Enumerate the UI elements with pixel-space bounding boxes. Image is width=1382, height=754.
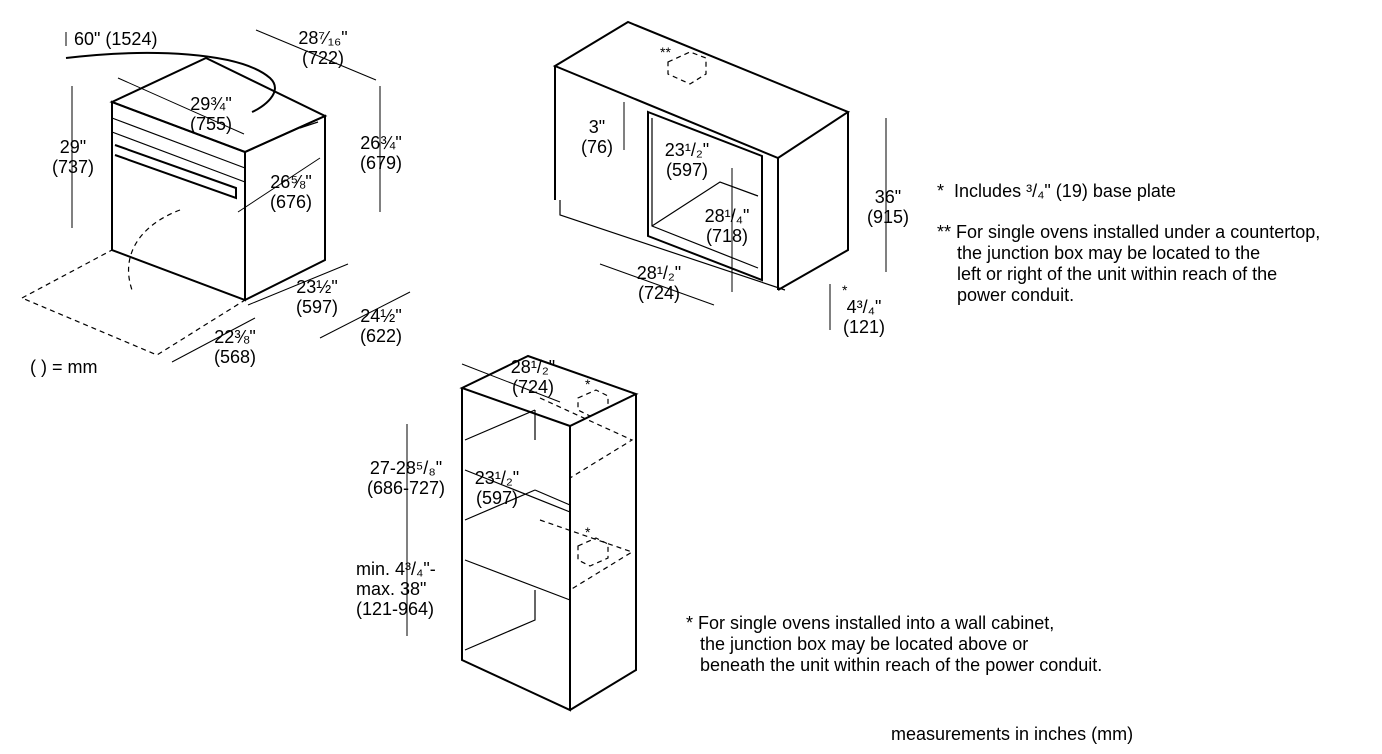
undercounter-cut-height-in: 28¹/₄" bbox=[704, 206, 750, 226]
note-base-plate-marker: * bbox=[937, 181, 945, 201]
oven-body-width-in: 23½" bbox=[296, 277, 338, 297]
wall-min-max-label: min. 4³/₄"- max. 38" (121-964) bbox=[356, 559, 436, 619]
undercounter-cut-depth-mm: (724) bbox=[637, 283, 681, 303]
wall-depth-in: 28¹/₂" bbox=[510, 357, 556, 377]
wall-min-line1: min. 4³/₄"- bbox=[356, 559, 436, 579]
undercounter-gap-in: 3" bbox=[588, 117, 606, 137]
wall-junction-marker-top: * bbox=[585, 376, 591, 392]
oven-side-height-label: 26¾" (679) bbox=[346, 133, 416, 173]
wall-width-mm: (597) bbox=[475, 488, 519, 508]
oven-illustration bbox=[20, 29, 411, 363]
undercounter-base-label: 4³/₄" (121) bbox=[834, 297, 894, 337]
oven-width-mm: (755) bbox=[189, 114, 233, 134]
oven-width-in: 29¾" bbox=[190, 94, 232, 114]
undercounter-cut-width-label: 23¹/₂" (597) bbox=[652, 140, 722, 180]
undercounter-base-mm: (121) bbox=[842, 317, 886, 337]
note-junction-line1: For single ovens installed under a count… bbox=[956, 222, 1321, 242]
note-junction-wall: * For single ovens installed into a wall… bbox=[686, 613, 1102, 676]
undercounter-height-in: 36" bbox=[874, 187, 902, 207]
note-wall-marker: * bbox=[686, 613, 694, 633]
oven-side-height-in: 26¾" bbox=[360, 133, 402, 153]
oven-inner-height-mm: (676) bbox=[269, 192, 313, 212]
oven-height-in: 29" bbox=[59, 137, 87, 157]
oven-door-in: 22⅜" bbox=[214, 327, 256, 347]
wall-depth-mm: (724) bbox=[511, 377, 555, 397]
undercounter-cut-depth-label: 28¹/₂" (724) bbox=[624, 263, 694, 303]
oven-width-label: 29¾" (755) bbox=[176, 94, 246, 134]
undercounter-cut-height-mm: (718) bbox=[705, 226, 749, 246]
oven-body-depth-label: 24½" (622) bbox=[346, 306, 416, 346]
note-junction-undercounter: ** For single ovens installed under a co… bbox=[937, 222, 1320, 306]
footer-units: measurements in inches (mm) bbox=[891, 724, 1134, 744]
note-base-plate: * Includes ³/₄" (19) base plate bbox=[937, 181, 1176, 202]
oven-door-mm: (568) bbox=[213, 347, 257, 367]
undercounter-cut-height-label: 28¹/₄" (718) bbox=[692, 206, 762, 246]
undercounter-cut-width-mm: (597) bbox=[665, 160, 709, 180]
wall-min-line2: max. 38" bbox=[356, 579, 427, 599]
oven-height-label: 29" (737) bbox=[38, 137, 108, 177]
oven-top-depth-label: 28⁷⁄₁₆" (722) bbox=[288, 28, 358, 68]
undercounter-junction-marker: ** bbox=[660, 44, 671, 60]
wall-width-in: 23¹/₂" bbox=[474, 468, 520, 488]
undercounter-height-label: 36" (915) bbox=[853, 187, 923, 227]
note-wall-line2: the junction box may be located above or bbox=[700, 634, 1029, 654]
note-junction-line3: left or right of the unit within reach o… bbox=[957, 264, 1278, 284]
undercounter-gap-label: 3" (76) bbox=[577, 117, 617, 157]
oven-inner-height-in: 26⅝" bbox=[270, 172, 312, 192]
undercounter-height-mm: (915) bbox=[866, 207, 910, 227]
note-junction-marker: ** bbox=[937, 222, 952, 242]
undercounter-gap-mm: (76) bbox=[580, 137, 613, 157]
cord-length-label: 60" (1524) bbox=[74, 29, 158, 49]
oven-door-label: 22⅜" (568) bbox=[200, 327, 270, 367]
wall-depth-label: 28¹/₂" (724) bbox=[498, 357, 568, 397]
undercounter-cut-width-in: 23¹/₂" bbox=[664, 140, 710, 160]
oven-top-depth-in: 28⁷⁄₁₆" bbox=[298, 28, 348, 48]
note-junction-line2: the junction box may be located to the bbox=[957, 243, 1261, 263]
wall-height-label: 27-28⁵/₈" (686-727) bbox=[356, 458, 456, 498]
oven-body-depth-in: 24½" bbox=[360, 306, 402, 326]
oven-height-mm: (737) bbox=[51, 157, 95, 177]
undercounter-illustration bbox=[552, 20, 887, 330]
oven-side-height-mm: (679) bbox=[359, 153, 403, 173]
note-junction-line4: power conduit. bbox=[957, 285, 1075, 305]
oven-body-depth-mm: (622) bbox=[359, 326, 403, 346]
wall-junction-marker-mid: * bbox=[585, 524, 591, 540]
note-wall-line1: For single ovens installed into a wall c… bbox=[698, 613, 1055, 633]
undercounter-base-in: 4³/₄" bbox=[846, 297, 882, 317]
wall-cabinet-illustration bbox=[406, 354, 639, 712]
wall-width-label: 23¹/₂" (597) bbox=[462, 468, 532, 508]
oven-body-width-label: 23½" (597) bbox=[282, 277, 352, 317]
note-base-plate-text: Includes ³/₄" (19) base plate bbox=[954, 181, 1176, 201]
undercounter-cut-depth-in: 28¹/₂" bbox=[636, 263, 682, 283]
oven-top-depth-mm: (722) bbox=[301, 48, 345, 68]
undercounter-base-marker: * bbox=[842, 282, 848, 298]
wall-height-in: 27-28⁵/₈" bbox=[369, 458, 443, 478]
wall-min-line3: (121-964) bbox=[356, 599, 435, 619]
wall-height-mm: (686-727) bbox=[366, 478, 446, 498]
note-wall-line3: beneath the unit within reach of the pow… bbox=[700, 655, 1103, 675]
oven-body-width-mm: (597) bbox=[295, 297, 339, 317]
oven-inner-height-label: 26⅝" (676) bbox=[256, 172, 326, 212]
mm-legend: ( ) = mm bbox=[30, 357, 98, 377]
